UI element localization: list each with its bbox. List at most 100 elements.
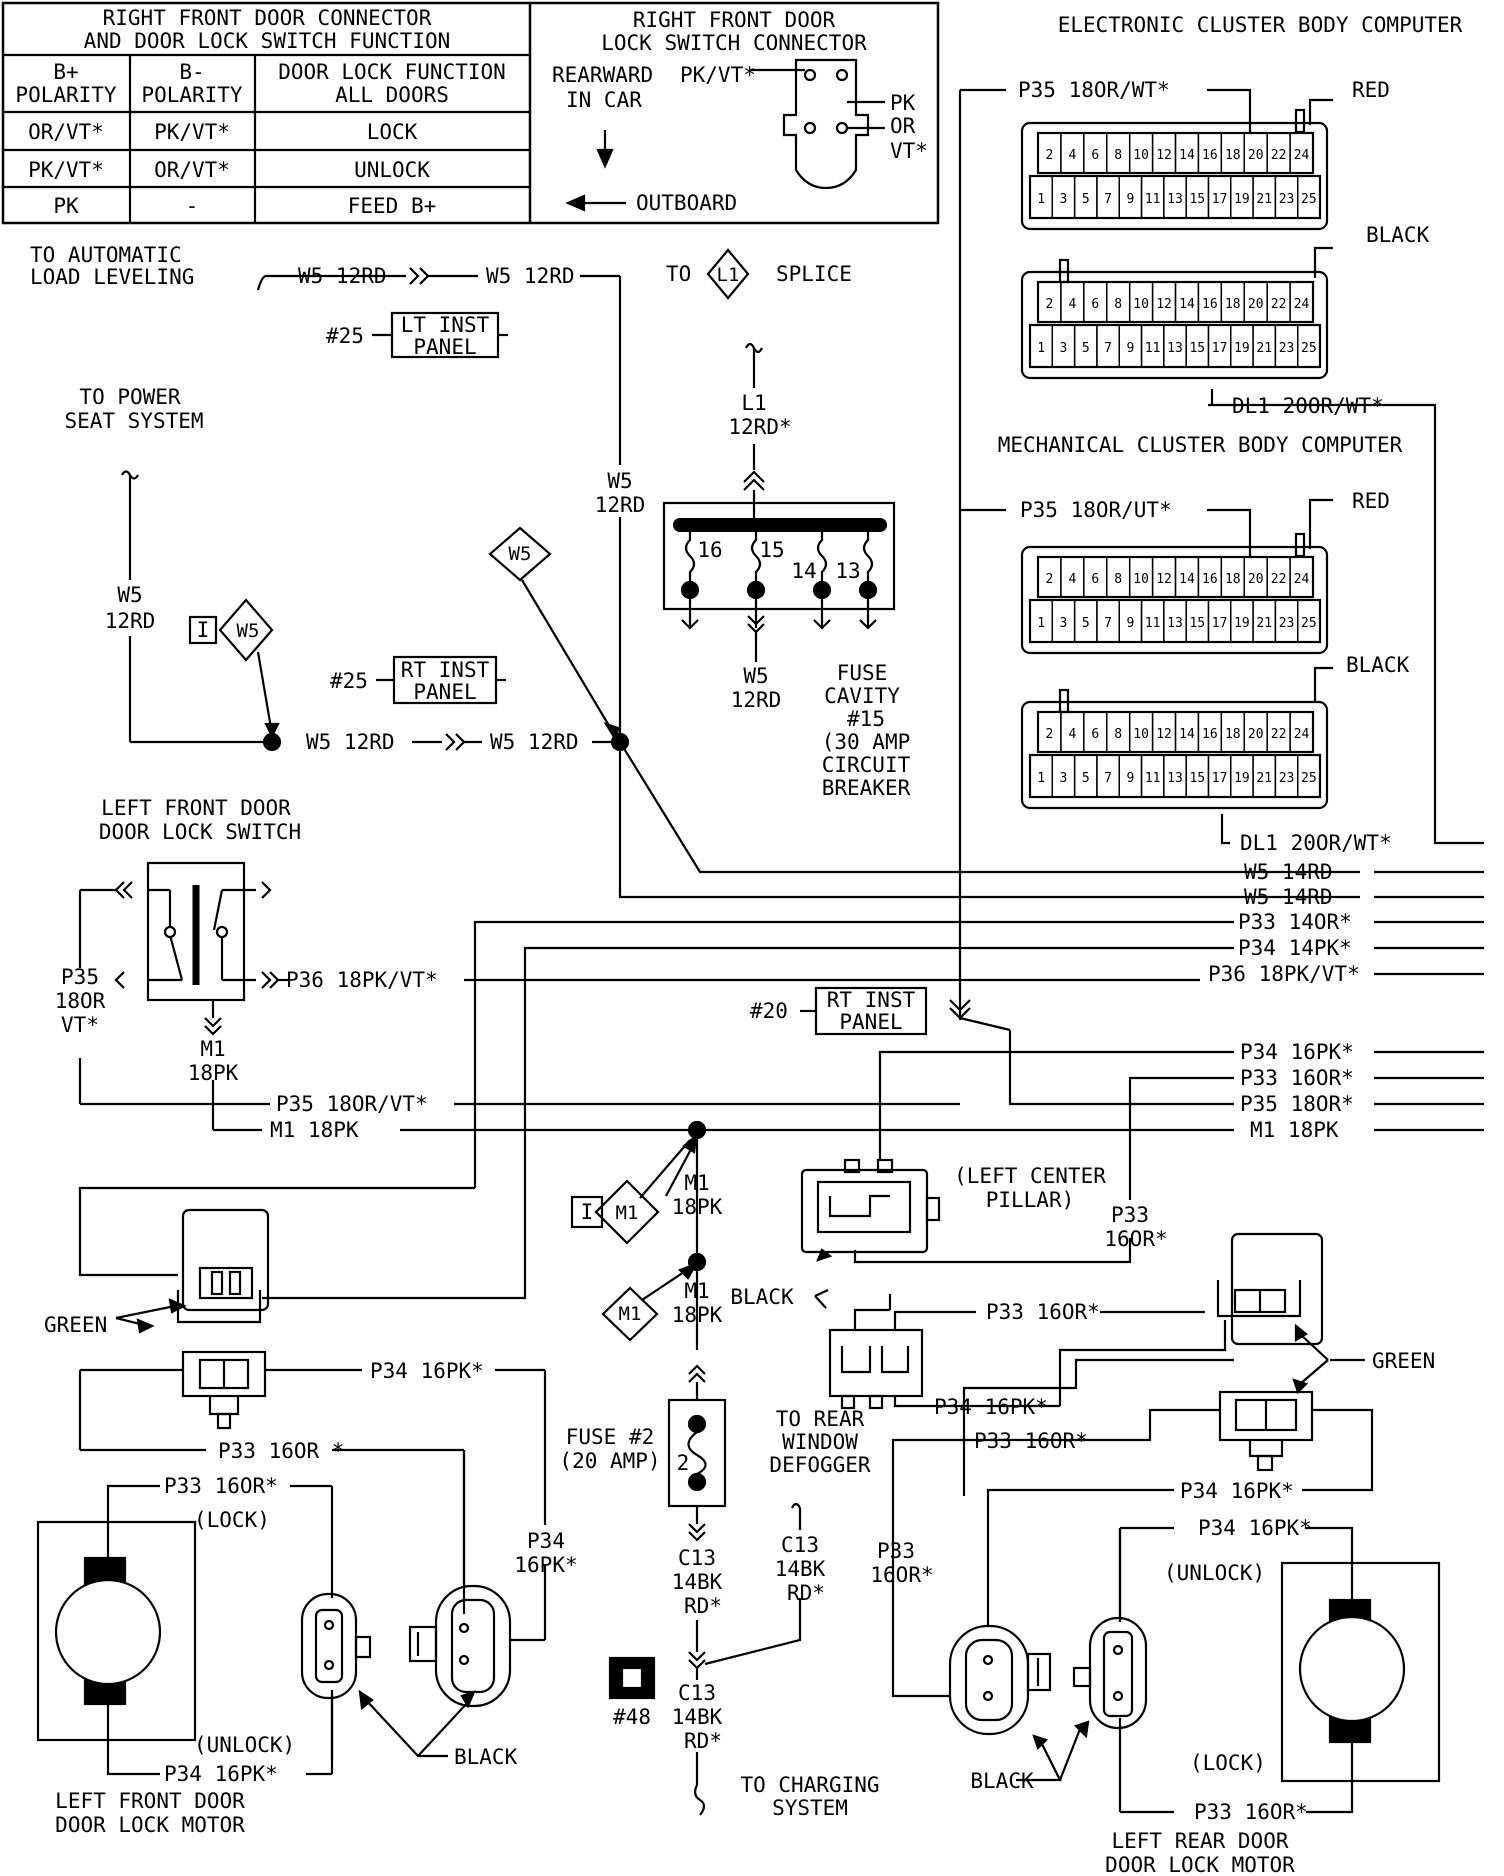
rf-connector-title2: LOCK SWITCH CONNECTOR [601,31,867,55]
cluster-pin-number: 8 [1114,297,1122,312]
lf-switch-m1-18pk: M1 18PK [270,1118,359,1142]
center-m1-18pk: 18PK [672,1195,723,1219]
pillar-p33-16or: P33 16OR* [986,1300,1100,1324]
mechanical-cluster-red-connector [1020,532,1329,655]
lf-door-lock-motor [36,1450,547,1776]
splice-label: SPLICE [776,262,852,286]
cluster-pin-number: 4 [1068,727,1076,742]
lf-motor-p34-16pk: P34 16PK* [164,1762,278,1786]
lr-motor-title2: DOOR LOCK MOTOR [1105,1853,1295,1876]
cluster-pin-number: 5 [1082,192,1090,207]
cluster-pin-number: 19 [1234,616,1250,631]
cluster-pin-number: 1 [1037,616,1045,631]
lf-p34-label: P34 [527,1529,565,1553]
cluster-pin-number: 14 [1179,572,1195,587]
lr-p34-16pk: P34 16PK* [1180,1479,1294,1503]
ref-20: #20 [750,999,788,1023]
c13-right-14bk: 14BK [775,1557,826,1581]
cluster-pin-number: 22 [1271,148,1287,163]
lr-motor-title1: LEFT REAR DOOR [1111,1829,1288,1853]
cluster-pin-number: 18 [1225,572,1241,587]
cluster-pin-number: 6 [1091,148,1099,163]
defogger-line1: TO REAR [776,1407,865,1431]
table-cell: UNLOCK [354,158,430,182]
l1-label: L1 [741,391,766,415]
cluster-pin-number: 18 [1225,297,1241,312]
fuse-pin-13: 13 [835,559,860,583]
electronic-cluster-black-connector [1020,258,1329,380]
defogger-line3: DEFOGGER [769,1453,871,1477]
splice-to: TO [666,262,691,286]
bus-p33-16or: P33 16OR* [1240,1066,1354,1090]
pillar-label2: PILLAR) [986,1188,1075,1212]
cluster-pin-number: 11 [1145,341,1161,356]
center-m1-18pk-b: 18PK [672,1303,723,1327]
in-car-label: IN CAR [566,88,642,112]
center-m1-b: M1 [684,1279,709,1303]
table-header-function: DOOR LOCK FUNCTION [278,60,506,84]
auto-leveling-line2: LOAD LEVELING [30,265,194,289]
cluster-pin-number: 20 [1248,727,1264,742]
cluster-pin-number: 2 [1046,297,1054,312]
table-cell: - [186,194,199,218]
cluster-pin-number: 8 [1114,572,1122,587]
cluster-pin-number: 7 [1104,771,1112,786]
cluster-pin-number: 16 [1202,297,1218,312]
cluster-pin-number: 7 [1104,192,1112,207]
rearward-label: REARWARD [552,63,653,87]
cluster-pin-number: 2 [1046,148,1054,163]
cluster-pin-number: 8 [1114,727,1122,742]
l1-wire-label: 12RD* [728,415,791,439]
left-front-door-lock-switch [78,861,960,1132]
cluster-pin-number: 21 [1256,341,1272,356]
lf-switch-m1-wire: 18PK [188,1061,239,1085]
lr-door-lock-motor [891,1386,1441,1814]
cluster-pin-number: 3 [1060,616,1068,631]
cluster-pin-number: 7 [1104,616,1112,631]
cluster-pin-number: 3 [1060,341,1068,356]
table-title-line1: RIGHT FRONT DOOR CONNECTOR [103,6,432,30]
w5-12rd-wire: W5 12RD [306,730,395,754]
lf-p34-wire: 16PK* [514,1553,577,1577]
cluster-pin-number: 1 [1037,771,1045,786]
rt-inst-panel-line2: PANEL [413,680,476,704]
rf-wire-pkvt: PK/VT* [680,63,756,87]
cluster-pin-number: 19 [1234,192,1250,207]
lf-switch-title1: LEFT FRONT DOOR [101,796,291,820]
cluster-pin-number: 11 [1145,771,1161,786]
cluster-pin-number: 13 [1167,616,1183,631]
cluster-pin-number: 12 [1156,148,1172,163]
cluster-pin-number: 15 [1189,341,1205,356]
cluster-pin-number: 9 [1126,341,1134,356]
cluster-pin-number: 21 [1256,192,1272,207]
cluster-pin-number: 10 [1133,727,1149,742]
cluster-pin-number: 6 [1091,572,1099,587]
cluster-pin-number: 12 [1156,297,1172,312]
fuse-pin-14: 14 [791,559,816,583]
lf-p33-16or: P33 16OR * [218,1439,344,1463]
bus-m1-18pk: M1 18PK [1250,1118,1339,1142]
center-m1-fuse-c13 [570,1133,802,1816]
cluster-pin-number: 3 [1060,771,1068,786]
bus-wires [400,870,1484,1280]
bus-w5-14rd-2: W5 14RD [1244,885,1333,909]
ec-p35-wire: P35 18OR/WT* [1018,78,1170,102]
cluster-pin-cell [1289,132,1314,174]
c13-right-label: C13 [781,1533,819,1557]
cluster-pin-number: 24 [1294,727,1310,742]
cluster-pin-number: 8 [1114,148,1122,163]
w5-fuse-12rd: 12RD [731,688,782,712]
cluster-pin-number: 23 [1279,771,1295,786]
rf-lock-switch-connector [565,58,885,212]
table-cell: FEED B+ [348,194,437,218]
fuse-cavity-line4: (30 AMP [822,730,911,754]
cluster-pin-number: 4 [1068,297,1076,312]
cluster-pin-number: 17 [1212,616,1228,631]
table-cell: PK [53,194,79,218]
cluster-pin-number: 23 [1279,616,1295,631]
rf-pin-or: OR [890,114,916,138]
w5-label: W5 [117,583,142,607]
cluster-pin-number: 3 [1060,192,1068,207]
